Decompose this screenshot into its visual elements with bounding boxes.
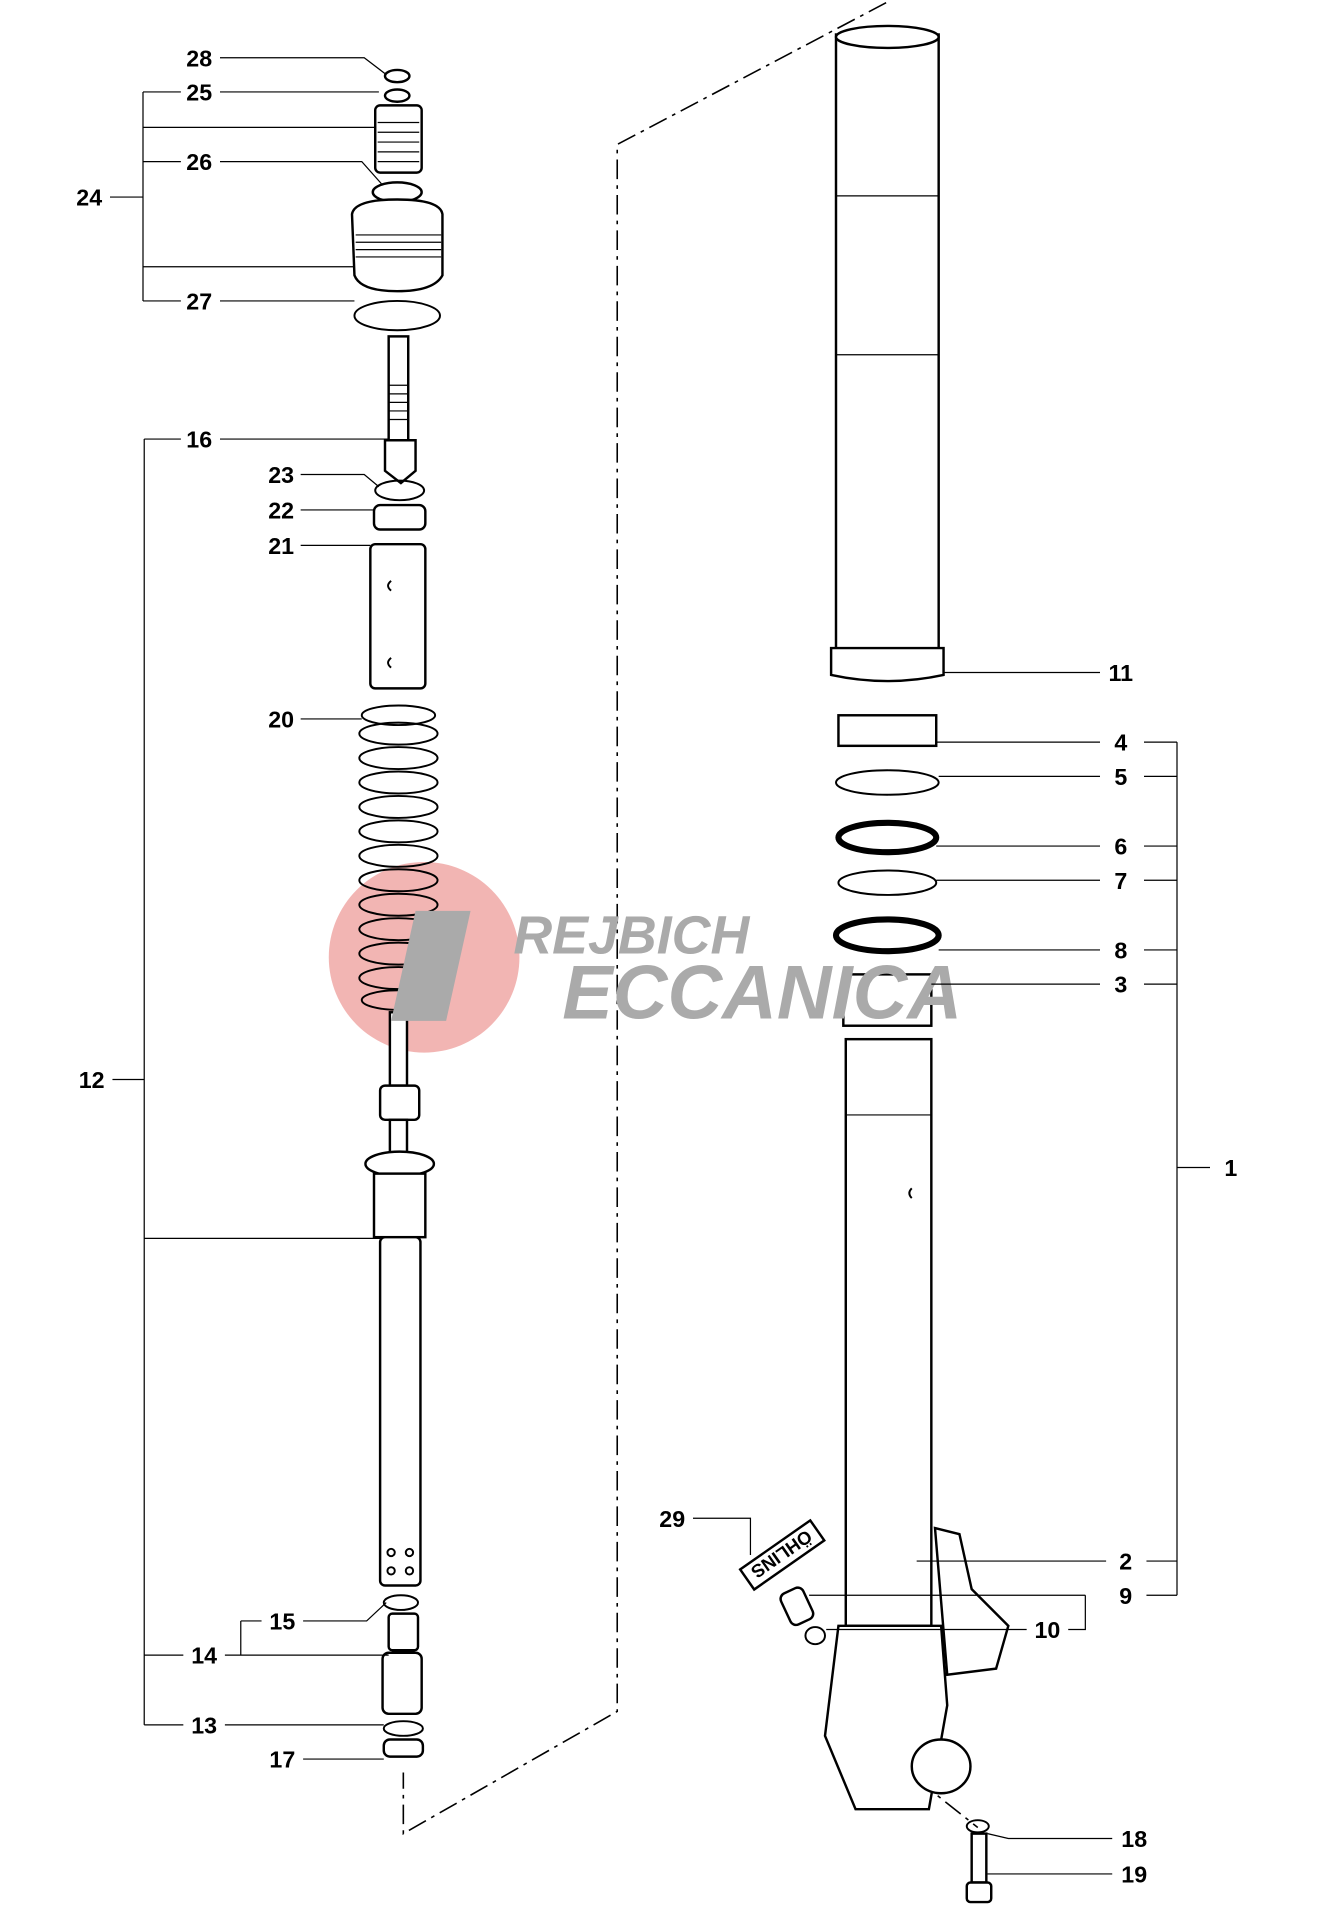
callout-labels: 28 25 26 24 27 16 23 22 21 20 12 15 14 1… [76, 45, 1237, 1887]
callout-8: 8 [1114, 938, 1127, 964]
fork-tubes: ÖHLINS [738, 24, 1010, 1904]
callout-22: 22 [268, 498, 294, 524]
callout-7: 7 [1114, 868, 1127, 894]
callout-1: 1 [1224, 1155, 1237, 1181]
callout-16: 16 [186, 427, 212, 453]
callout-13: 13 [191, 1712, 217, 1738]
callout-26: 26 [186, 149, 212, 175]
assembly-axis-line [402, 2, 887, 1835]
callout-11: 11 [1109, 660, 1134, 686]
callout-4: 4 [1114, 730, 1127, 756]
callout-5: 5 [1114, 764, 1127, 790]
callout-6: 6 [1114, 834, 1127, 860]
callout-20: 20 [268, 707, 294, 733]
callout-19: 19 [1121, 1861, 1147, 1887]
callout-3: 3 [1114, 972, 1127, 998]
callout-17: 17 [269, 1747, 295, 1773]
callout-15: 15 [269, 1608, 295, 1634]
callout-24: 24 [76, 185, 102, 211]
svg-text:REJBICH: REJBICH [513, 906, 750, 966]
callout-21: 21 [268, 533, 294, 559]
callout-28: 28 [186, 45, 212, 71]
callout-29: 29 [659, 1506, 685, 1532]
damper-cartridge [350, 68, 444, 1758]
watermark-logo: REJBICH ECCANICA [391, 906, 962, 1035]
ohlins-decal: ÖHLINS [738, 1518, 826, 1592]
callout-10: 10 [1035, 1617, 1061, 1643]
callout-12: 12 [79, 1067, 105, 1093]
callout-9: 9 [1119, 1583, 1132, 1609]
callout-27: 27 [186, 289, 212, 315]
spring [358, 704, 439, 1011]
callout-2: 2 [1119, 1549, 1132, 1575]
callout-18: 18 [1121, 1826, 1147, 1852]
callout-14: 14 [191, 1643, 217, 1669]
callout-23: 23 [268, 462, 294, 488]
callout-25: 25 [186, 80, 212, 106]
svg-text:ECCANICA: ECCANICA [562, 950, 962, 1035]
leader-lines [110, 57, 1210, 1875]
